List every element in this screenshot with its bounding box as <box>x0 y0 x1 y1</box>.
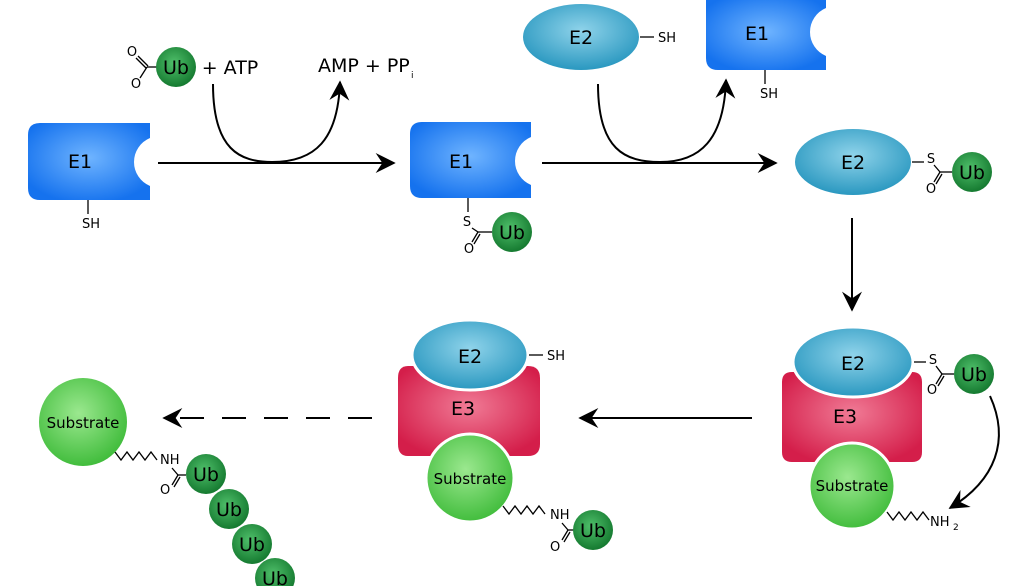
substrate-label: Substrate <box>816 477 889 495</box>
ubiquitin <box>255 558 295 586</box>
nh2-label: NH <box>930 515 950 530</box>
ub-label: Ub <box>961 364 987 386</box>
sulfur-label: S <box>927 152 935 167</box>
e3-shape <box>782 372 922 462</box>
pp-subscript: i <box>411 71 414 81</box>
e1-released-top: E1 SH <box>706 0 826 102</box>
curved-arrow-atp <box>212 80 350 164</box>
oxygen-label: O <box>927 383 937 398</box>
nh-label: NH <box>160 453 180 468</box>
e1-shape <box>410 122 531 198</box>
oxygen-label: O <box>160 483 170 498</box>
e1-free-step1: E1 SH <box>28 123 150 232</box>
e3-complex-ubiquitinated: E3 E2 SH Substrate NH O Ub <box>398 318 613 555</box>
nh2-subscript: 2 <box>953 523 959 533</box>
oxygen-label: O <box>127 45 137 60</box>
ub-label: Ub <box>262 568 288 586</box>
e2-ub-thioester: E2 S O Ub <box>795 129 992 197</box>
plus-atp-label: + ATP <box>202 57 259 79</box>
e1-label: E1 <box>745 23 769 45</box>
curved-arrow-e1-release <box>597 78 736 164</box>
ub-label: Ub <box>239 534 265 556</box>
e2-shape <box>410 318 530 392</box>
e2-shape <box>791 325 915 399</box>
e2-shape <box>523 4 639 70</box>
ub-label: Ub <box>580 520 606 542</box>
oxygen-label: O <box>550 540 560 555</box>
ubiquitin <box>492 212 532 252</box>
e2-free-top: E2 SH <box>523 4 676 70</box>
e1-label: E1 <box>68 151 92 173</box>
substrate <box>807 441 897 531</box>
ubiquitin <box>186 454 226 494</box>
e3-shape <box>398 366 540 456</box>
sh-label: SH <box>82 217 100 232</box>
ubiquitin-atp: O O Ub + ATP <box>127 45 258 92</box>
sh-label: SH <box>760 87 778 102</box>
substrate <box>39 378 127 466</box>
e3-complex-loaded: E3 E2 S O Ub Substrate NH 2 <box>782 325 1000 533</box>
nh-label: NH <box>550 508 570 523</box>
oxygen-label: O <box>926 182 936 197</box>
substrate <box>424 432 516 524</box>
ubiquitin <box>156 47 196 87</box>
ubiquitin <box>573 510 613 550</box>
arrow-nucleophilic-attack <box>948 395 1000 509</box>
ub-label: Ub <box>193 464 219 486</box>
e2-label: E2 <box>458 346 482 368</box>
ub-label: Ub <box>499 222 525 244</box>
amp-pp-label: AMP + PP <box>318 55 410 77</box>
e2-label: E2 <box>569 27 593 49</box>
oxygen-label: O <box>464 242 474 257</box>
e3-label: E3 <box>833 406 857 428</box>
substrate-label: Substrate <box>434 470 507 488</box>
sulfur-label: S <box>463 215 471 230</box>
oxygen-label: O <box>131 77 141 92</box>
e1-shape <box>28 123 150 200</box>
e2-label: E2 <box>841 353 865 375</box>
e3-label: E3 <box>451 398 475 420</box>
e2-label: E2 <box>841 152 865 174</box>
e1-ub-thioester: E1 S O Ub <box>410 122 532 257</box>
ubiquitin <box>954 354 994 394</box>
ubiquitin <box>209 489 249 529</box>
sh-label: SH <box>547 349 565 364</box>
ub-label: Ub <box>959 162 985 184</box>
ub-label: Ub <box>216 499 242 521</box>
ub-label: Ub <box>163 57 189 79</box>
amp-ppi: AMP + PP i <box>318 55 414 81</box>
substrate-label: Substrate <box>47 414 120 432</box>
e1-label: E1 <box>449 151 473 173</box>
ubiquitin <box>952 152 992 192</box>
e2-shape <box>795 129 911 195</box>
e1-shape <box>706 0 826 70</box>
ubiquitin <box>232 524 272 564</box>
sh-label: SH <box>658 31 676 46</box>
polyubiquitinated-substrate: Substrate NH O Ub Ub Ub Ub <box>39 378 295 586</box>
sulfur-label: S <box>929 353 937 368</box>
